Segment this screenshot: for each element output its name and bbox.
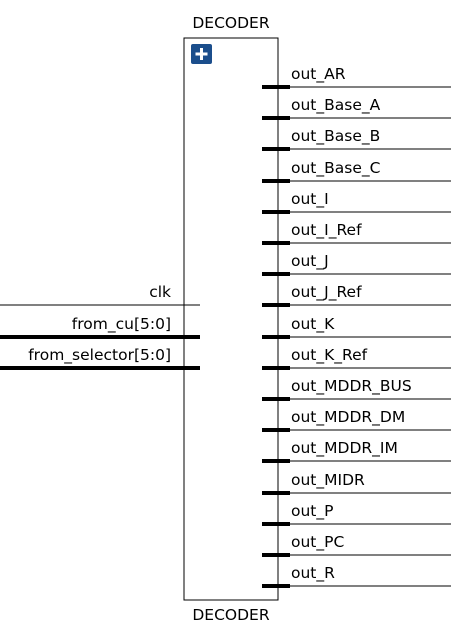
output-port-label: out_K_Ref xyxy=(291,346,368,365)
output-port-out-midr[interactable]: out_MIDR xyxy=(262,471,451,495)
input-port-label: from_selector[5:0] xyxy=(28,346,171,365)
output-port-out-k-ref[interactable]: out_K_Ref xyxy=(262,346,451,370)
output-port-out-base-b[interactable]: out_Base_B xyxy=(262,127,451,151)
output-port-out-j-ref[interactable]: out_J_Ref xyxy=(262,283,451,307)
output-port-out-r[interactable]: out_R xyxy=(262,564,451,588)
output-port-label: out_MDDR_BUS xyxy=(291,377,412,396)
output-port-out-base-c[interactable]: out_Base_C xyxy=(262,159,451,183)
input-port-from-cu[interactable]: from_cu[5:0] xyxy=(0,315,200,339)
output-port-label: out_MDDR_DM xyxy=(291,408,405,427)
output-port-label: out_Base_C xyxy=(291,159,380,178)
output-port-label: out_K xyxy=(291,315,335,334)
input-port-from-selector[interactable]: from_selector[5:0] xyxy=(0,346,200,370)
input-port-clk[interactable]: clk xyxy=(0,283,200,306)
block-title-top: DECODER xyxy=(192,14,269,32)
output-ports: out_AR out_Base_A out_Base_B out_Base_C out_… xyxy=(262,65,451,588)
output-port-out-i[interactable]: out_I xyxy=(262,190,451,214)
output-port-label: out_Base_A xyxy=(291,96,381,115)
input-port-label: clk xyxy=(149,283,171,301)
input-port-label: from_cu[5:0] xyxy=(72,315,171,334)
output-port-out-i-ref[interactable]: out_I_Ref xyxy=(262,221,451,245)
output-port-out-mddr-im[interactable]: out_MDDR_IM xyxy=(262,439,451,463)
output-port-out-base-a[interactable]: out_Base_A xyxy=(262,96,451,120)
plus-icon-vertical xyxy=(200,48,203,60)
output-port-label: out_Base_B xyxy=(291,127,380,146)
input-ports: clk from_cu[5:0] from_selector[5:0] xyxy=(0,283,200,370)
output-port-out-j[interactable]: out_J xyxy=(262,252,451,276)
output-port-out-mddr-bus[interactable]: out_MDDR_BUS xyxy=(262,377,451,401)
output-port-label: out_MIDR xyxy=(291,471,365,490)
output-port-out-p[interactable]: out_P xyxy=(262,502,451,526)
output-port-label: out_I_Ref xyxy=(291,221,362,240)
decoder-block[interactable] xyxy=(183,37,279,601)
output-port-label: out_AR xyxy=(291,65,346,84)
output-port-out-pc[interactable]: out_PC xyxy=(262,533,451,557)
output-port-label: out_I xyxy=(291,190,329,209)
output-port-out-ar[interactable]: out_AR xyxy=(262,65,451,89)
output-port-out-k[interactable]: out_K xyxy=(262,315,451,339)
block-title-bottom: DECODER xyxy=(192,606,269,624)
expand-button[interactable] xyxy=(191,44,212,64)
output-port-label: out_J_Ref xyxy=(291,283,362,302)
output-port-out-mddr-dm[interactable]: out_MDDR_DM xyxy=(262,408,451,432)
output-port-label: out_PC xyxy=(291,533,344,552)
output-port-label: out_J xyxy=(291,252,329,271)
output-port-label: out_P xyxy=(291,502,333,521)
output-port-label: out_R xyxy=(291,564,335,583)
output-port-label: out_MDDR_IM xyxy=(291,439,398,458)
